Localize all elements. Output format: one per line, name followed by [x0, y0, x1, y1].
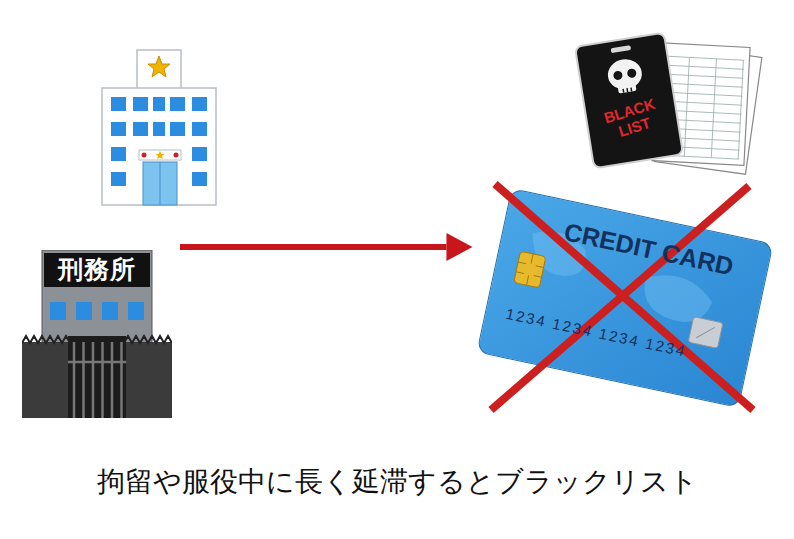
prison-sign: 刑務所 — [44, 253, 150, 287]
credit-card: CREDIT CARD1234 1234 1234 1234 — [476, 188, 773, 408]
blacklist-label: BLACK LIST — [596, 93, 667, 145]
arrow-connector — [180, 233, 472, 261]
caption: 拘留や服役中に長く延滞するとブラックリスト — [0, 463, 794, 501]
blacklist-card: BLACK LIST — [574, 32, 684, 170]
cross-mark — [491, 184, 753, 410]
police-station — [102, 50, 216, 205]
prison-building: 刑務所 — [22, 250, 172, 418]
skull-icon — [576, 34, 682, 167]
card-art — [476, 188, 773, 408]
